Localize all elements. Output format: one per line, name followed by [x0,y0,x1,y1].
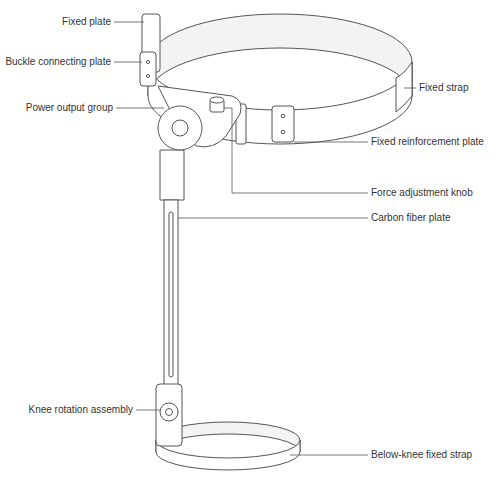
fixed-strap-end [396,62,412,112]
knee-plate [156,384,182,446]
leader-line [224,108,368,193]
leader-line [136,410,160,411]
waist-belt [148,14,412,144]
part-label: Fixed plate [61,16,112,28]
leader-line [294,142,368,143]
rivet [281,130,285,134]
carbon-fiber-plate [164,200,178,390]
leader-line [114,62,142,63]
carbon-bracket [160,150,184,200]
leader-line [114,22,144,23]
leader-line [404,88,416,89]
knee-joint [160,403,178,421]
knob-top [210,97,224,103]
buckle-plate [140,52,156,86]
part-label: Power output group [25,102,114,114]
power-disc [158,106,202,150]
part-label: Knee rotation assembly [27,404,134,416]
part-label: Fixed strap [418,82,469,94]
rivet [146,60,149,63]
leg-unit [156,200,300,470]
part-label: Below-knee fixed strap [370,449,473,461]
power-disc-hub [172,120,188,136]
rivet [281,114,285,118]
knee-joint-hub [166,409,173,416]
leader-line [116,108,164,109]
part-label: Carbon fiber plate [370,212,452,224]
part-label: Buckle connecting plate [4,56,112,68]
hip-unit [140,14,241,200]
reinforcement-plate [272,106,294,142]
plate-slot [169,212,173,377]
belt-back [148,14,412,96]
part-label: Force adjustment knob [370,187,474,199]
part-label: Fixed reinforcement plate [370,136,485,148]
leader-line [290,455,368,456]
leader-lines [114,22,416,455]
leader-line [178,218,368,219]
rivet [146,74,149,77]
